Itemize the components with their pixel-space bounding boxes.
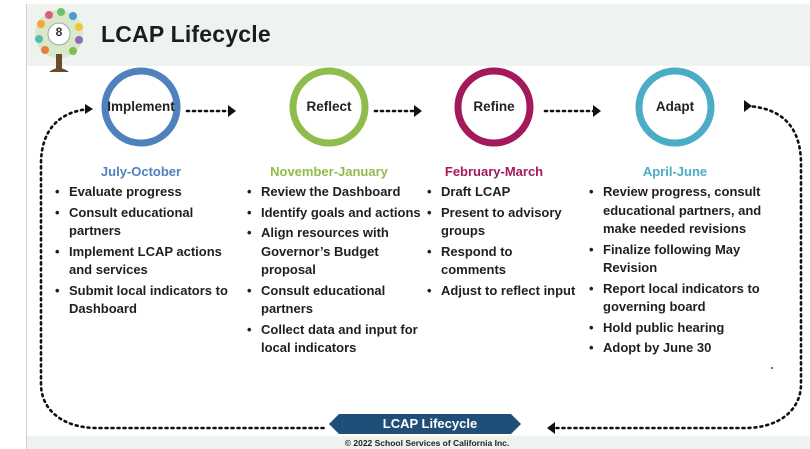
list-item: Adopt by June 30 [585,339,785,358]
list-item: Review progress, consult educational par… [585,183,785,239]
stage-circle-implement [101,67,181,147]
list-item: Review the Dashboard [243,183,421,202]
stage-label-implement: Implement [107,99,175,114]
lifecycle-flow [39,67,803,434]
loop-right-connector [547,104,803,430]
footer-banner-label: LCAP Lifecycle [382,416,478,431]
period-refine: February-March [444,164,544,179]
tree-logo-icon [35,8,83,72]
list-item: Report local indicators to governing boa… [585,280,785,317]
stage-label-reflect: Reflect [306,99,352,114]
footer-band [27,436,810,449]
list-item: Consult educational partners [243,282,421,319]
list-item: Draft LCAP [423,183,581,202]
slide-title: LCAP Lifecycle [101,21,271,47]
arrow-right-icon [593,105,601,117]
slide: 8 LCAP Lifecycle Implem [26,4,810,449]
arrow-right-icon [85,104,93,114]
list-item: Present to advisory groups [423,204,581,241]
list-item: Align resources with Governor’s Budget p… [243,224,421,280]
period-adapt: April-June [642,164,708,179]
stage-circle-refine [454,67,534,147]
copyright-text: © 2022 School Services of California Inc… [344,438,510,448]
period-implement: July-October [100,164,182,179]
slide-number: 8 [55,25,63,39]
header-band [27,4,810,66]
stage-label-adapt: Adapt [655,99,695,114]
decorative-dot [771,367,773,369]
list-implement: Evaluate progress Consult educational pa… [51,183,231,321]
list-item: Respond to comments [423,243,581,280]
stage-circle-adapt [635,67,715,147]
arrow-right-icon [414,105,422,117]
list-item: Adjust to reflect input [423,282,581,301]
list-item: Implement LCAP actions and services [51,243,231,280]
list-item: Collect data and input for local indicat… [243,321,421,358]
list-item: Consult educational partners [51,204,231,241]
loop-left-connector [39,107,329,430]
list-adapt: Review progress, consult educational par… [585,183,785,360]
stage-label-refine: Refine [473,99,515,114]
list-refine: Draft LCAP Present to advisory groups Re… [423,183,581,302]
footer-banner-shape [329,414,521,434]
list-reflect: Review the Dashboard Identify goals and … [243,183,421,360]
list-item: Evaluate progress [51,183,231,202]
stage-circle-reflect [289,67,369,147]
list-item: Finalize following May Revision [585,241,785,278]
arrow-right-icon [228,105,236,117]
period-reflect: November-January [270,164,388,179]
list-item: Submit local indicators to Dashboard [51,282,231,319]
arrow-right-icon [744,100,752,112]
list-item: Hold public hearing [585,319,785,338]
list-item: Identify goals and actions [243,204,421,223]
arrow-left-icon [547,422,555,434]
